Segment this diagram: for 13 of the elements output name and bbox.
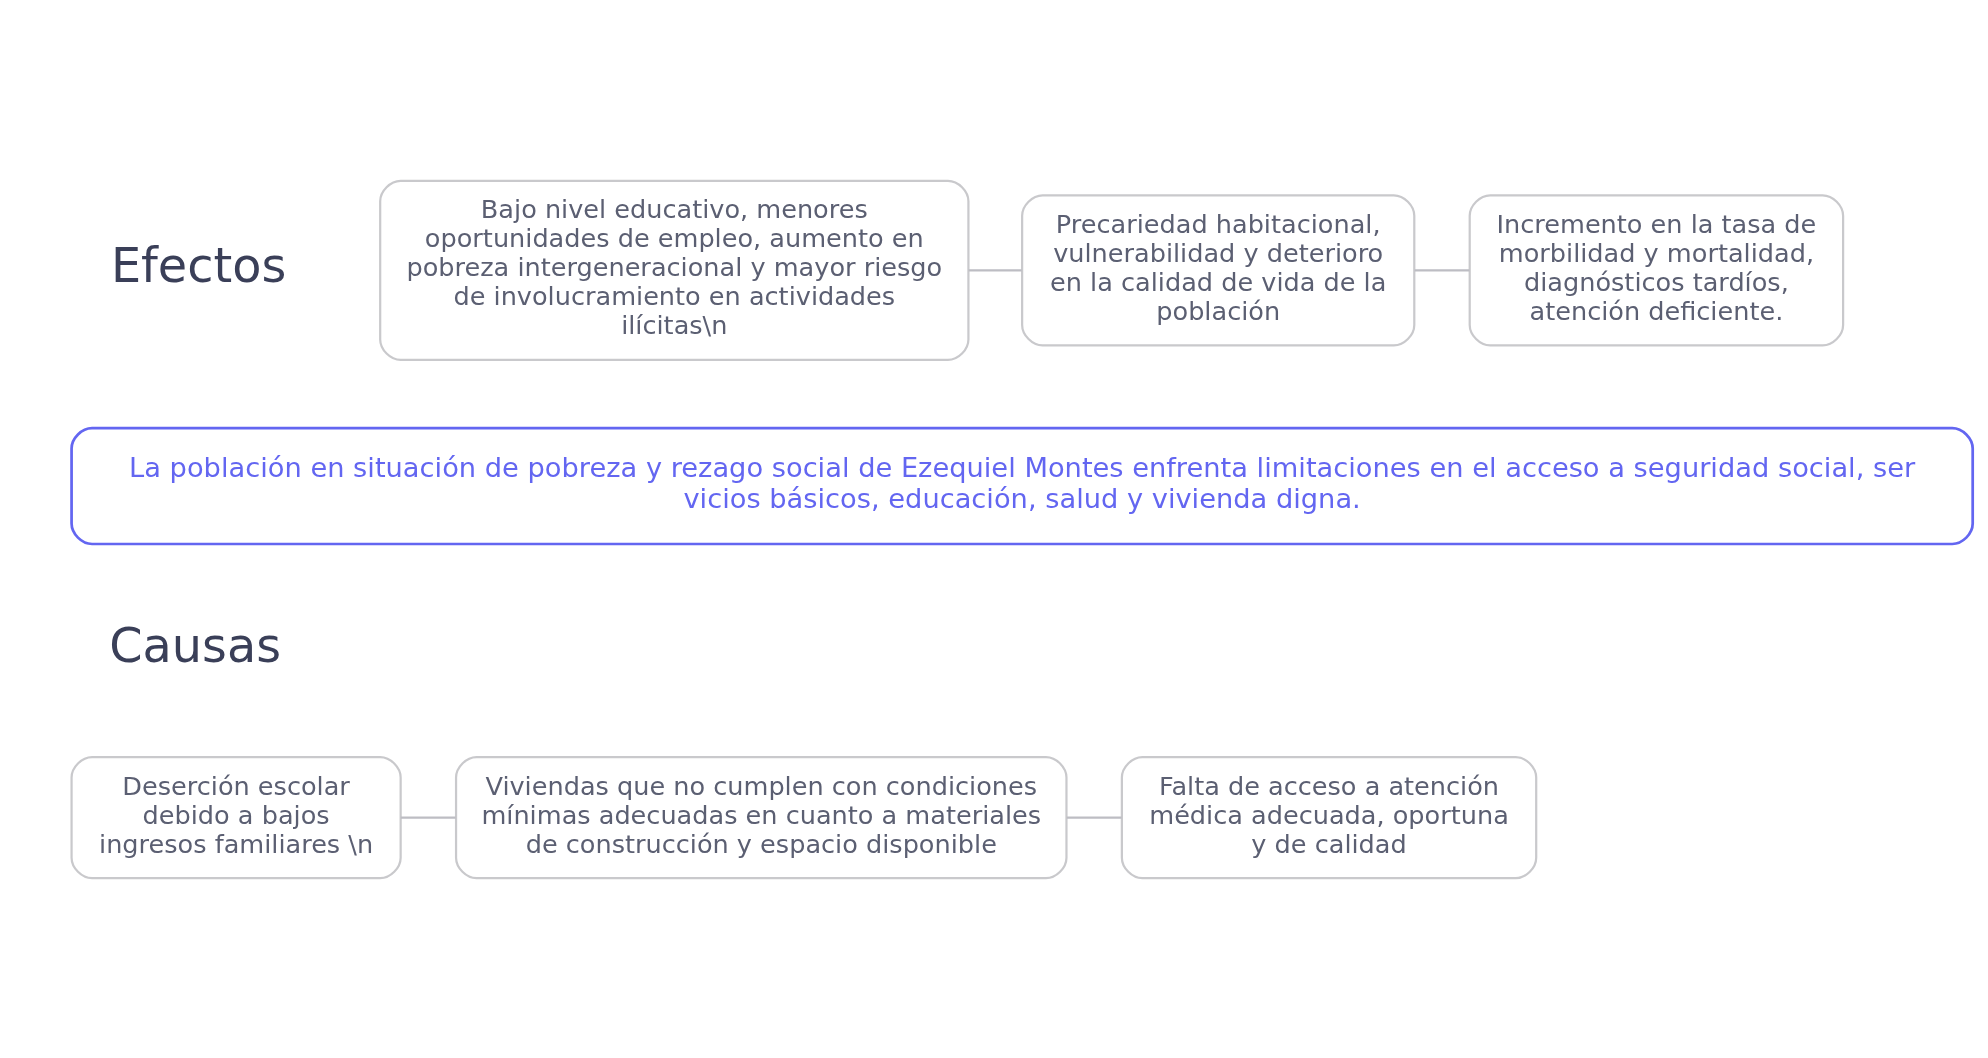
node-box: Viviendas que no cumplen con condiciones mínimas adecuadas en cuanto a materiales de construcción y espacio disponible — [454, 755, 1068, 879]
node-box: Bajo nivel educativo, menores oportunidades de empleo, aumento en pobreza intergeneracional y mayor riesgo de involucramiento en actividades ilícitas\n — [379, 179, 970, 361]
label: Causas — [109, 617, 282, 673]
label: Efectos — [110, 237, 287, 293]
node-box: Incremento en la tasa de morbilidad y mortalidad, diagnósticos tardíos, atención deficiente. — [1468, 193, 1845, 346]
connector — [1414, 268, 1470, 272]
node-box: Deserción escolar debido a bajos ingresos familiares \n — [70, 755, 402, 879]
connector — [400, 815, 456, 819]
node-box: La población en situación de pobreza y rezago social de Ezequiel Montes enfrenta limitaciones en el acceso a seguridad social, ser vicios básicos, educación, salud y vivienda digna. — [70, 426, 1975, 545]
connector — [1066, 815, 1122, 819]
node-box: Precariedad habitacional, vulnerabilidad y deterioro en la calidad de vida de la población — [1021, 193, 1416, 346]
node-box: Falta de acceso a atención médica adecuada, oportuna y de calidad — [1120, 755, 1538, 879]
connector — [968, 268, 1022, 272]
